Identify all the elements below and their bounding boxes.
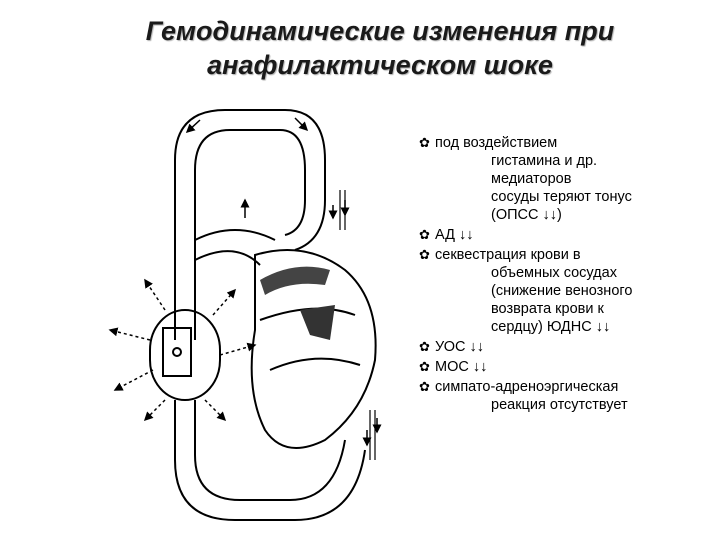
organ-box [162, 327, 192, 377]
bullet-item: ✿ симпато-адреноэргическая реакция отсут… [419, 379, 628, 413]
organ-capsule [149, 309, 221, 401]
slide-title-line-1: Гемодинамические изменения при [145, 16, 615, 46]
outflow-arrow [204, 399, 227, 422]
circulation-diagram [108, 109, 382, 521]
flower-bullet-icon: ✿ [419, 227, 430, 242]
bullet-item: ✿ под воздействием гистамина и др. медиа… [419, 135, 632, 223]
upper-vessel-outer [174, 109, 326, 340]
heart-outline [250, 249, 377, 449]
flower-bullet-icon: ✿ [419, 135, 430, 150]
lower-vessel-outer [174, 400, 366, 521]
heart-shaded-region [300, 305, 335, 340]
flower-bullet-icon: ✿ [419, 379, 430, 394]
bullet-item: ✿ секвестрация крови в объемных сосудах … [419, 247, 633, 335]
slide-title: Гемодинамические изменения при анафилакт… [40, 14, 720, 82]
outflow-arrow [212, 288, 236, 316]
upper-vessel-inner [194, 129, 306, 340]
heart-septum-2 [269, 357, 361, 371]
outflow-arrow [144, 278, 166, 311]
flower-bullet-icon: ✿ [419, 359, 430, 374]
bullet-list: ✿ под воздействием гистамина и др. медиа… [419, 134, 719, 416]
lower-vessel-inner [194, 400, 346, 501]
bullet-item: ✿ МОС ↓↓ [419, 359, 488, 375]
flower-bullet-icon: ✿ [419, 339, 430, 354]
outflow-arrow [143, 399, 166, 422]
outflow-arrow [219, 342, 257, 356]
flower-bullet-icon: ✿ [419, 247, 430, 262]
outflow-arrow [108, 327, 151, 341]
bullet-item: ✿ УОС ↓↓ [419, 339, 485, 355]
outflow-arrow [113, 369, 154, 391]
slide-title-line-2: анафилактическом шоке [207, 50, 553, 80]
bullet-item: ✿ АД ↓↓ [419, 227, 474, 243]
